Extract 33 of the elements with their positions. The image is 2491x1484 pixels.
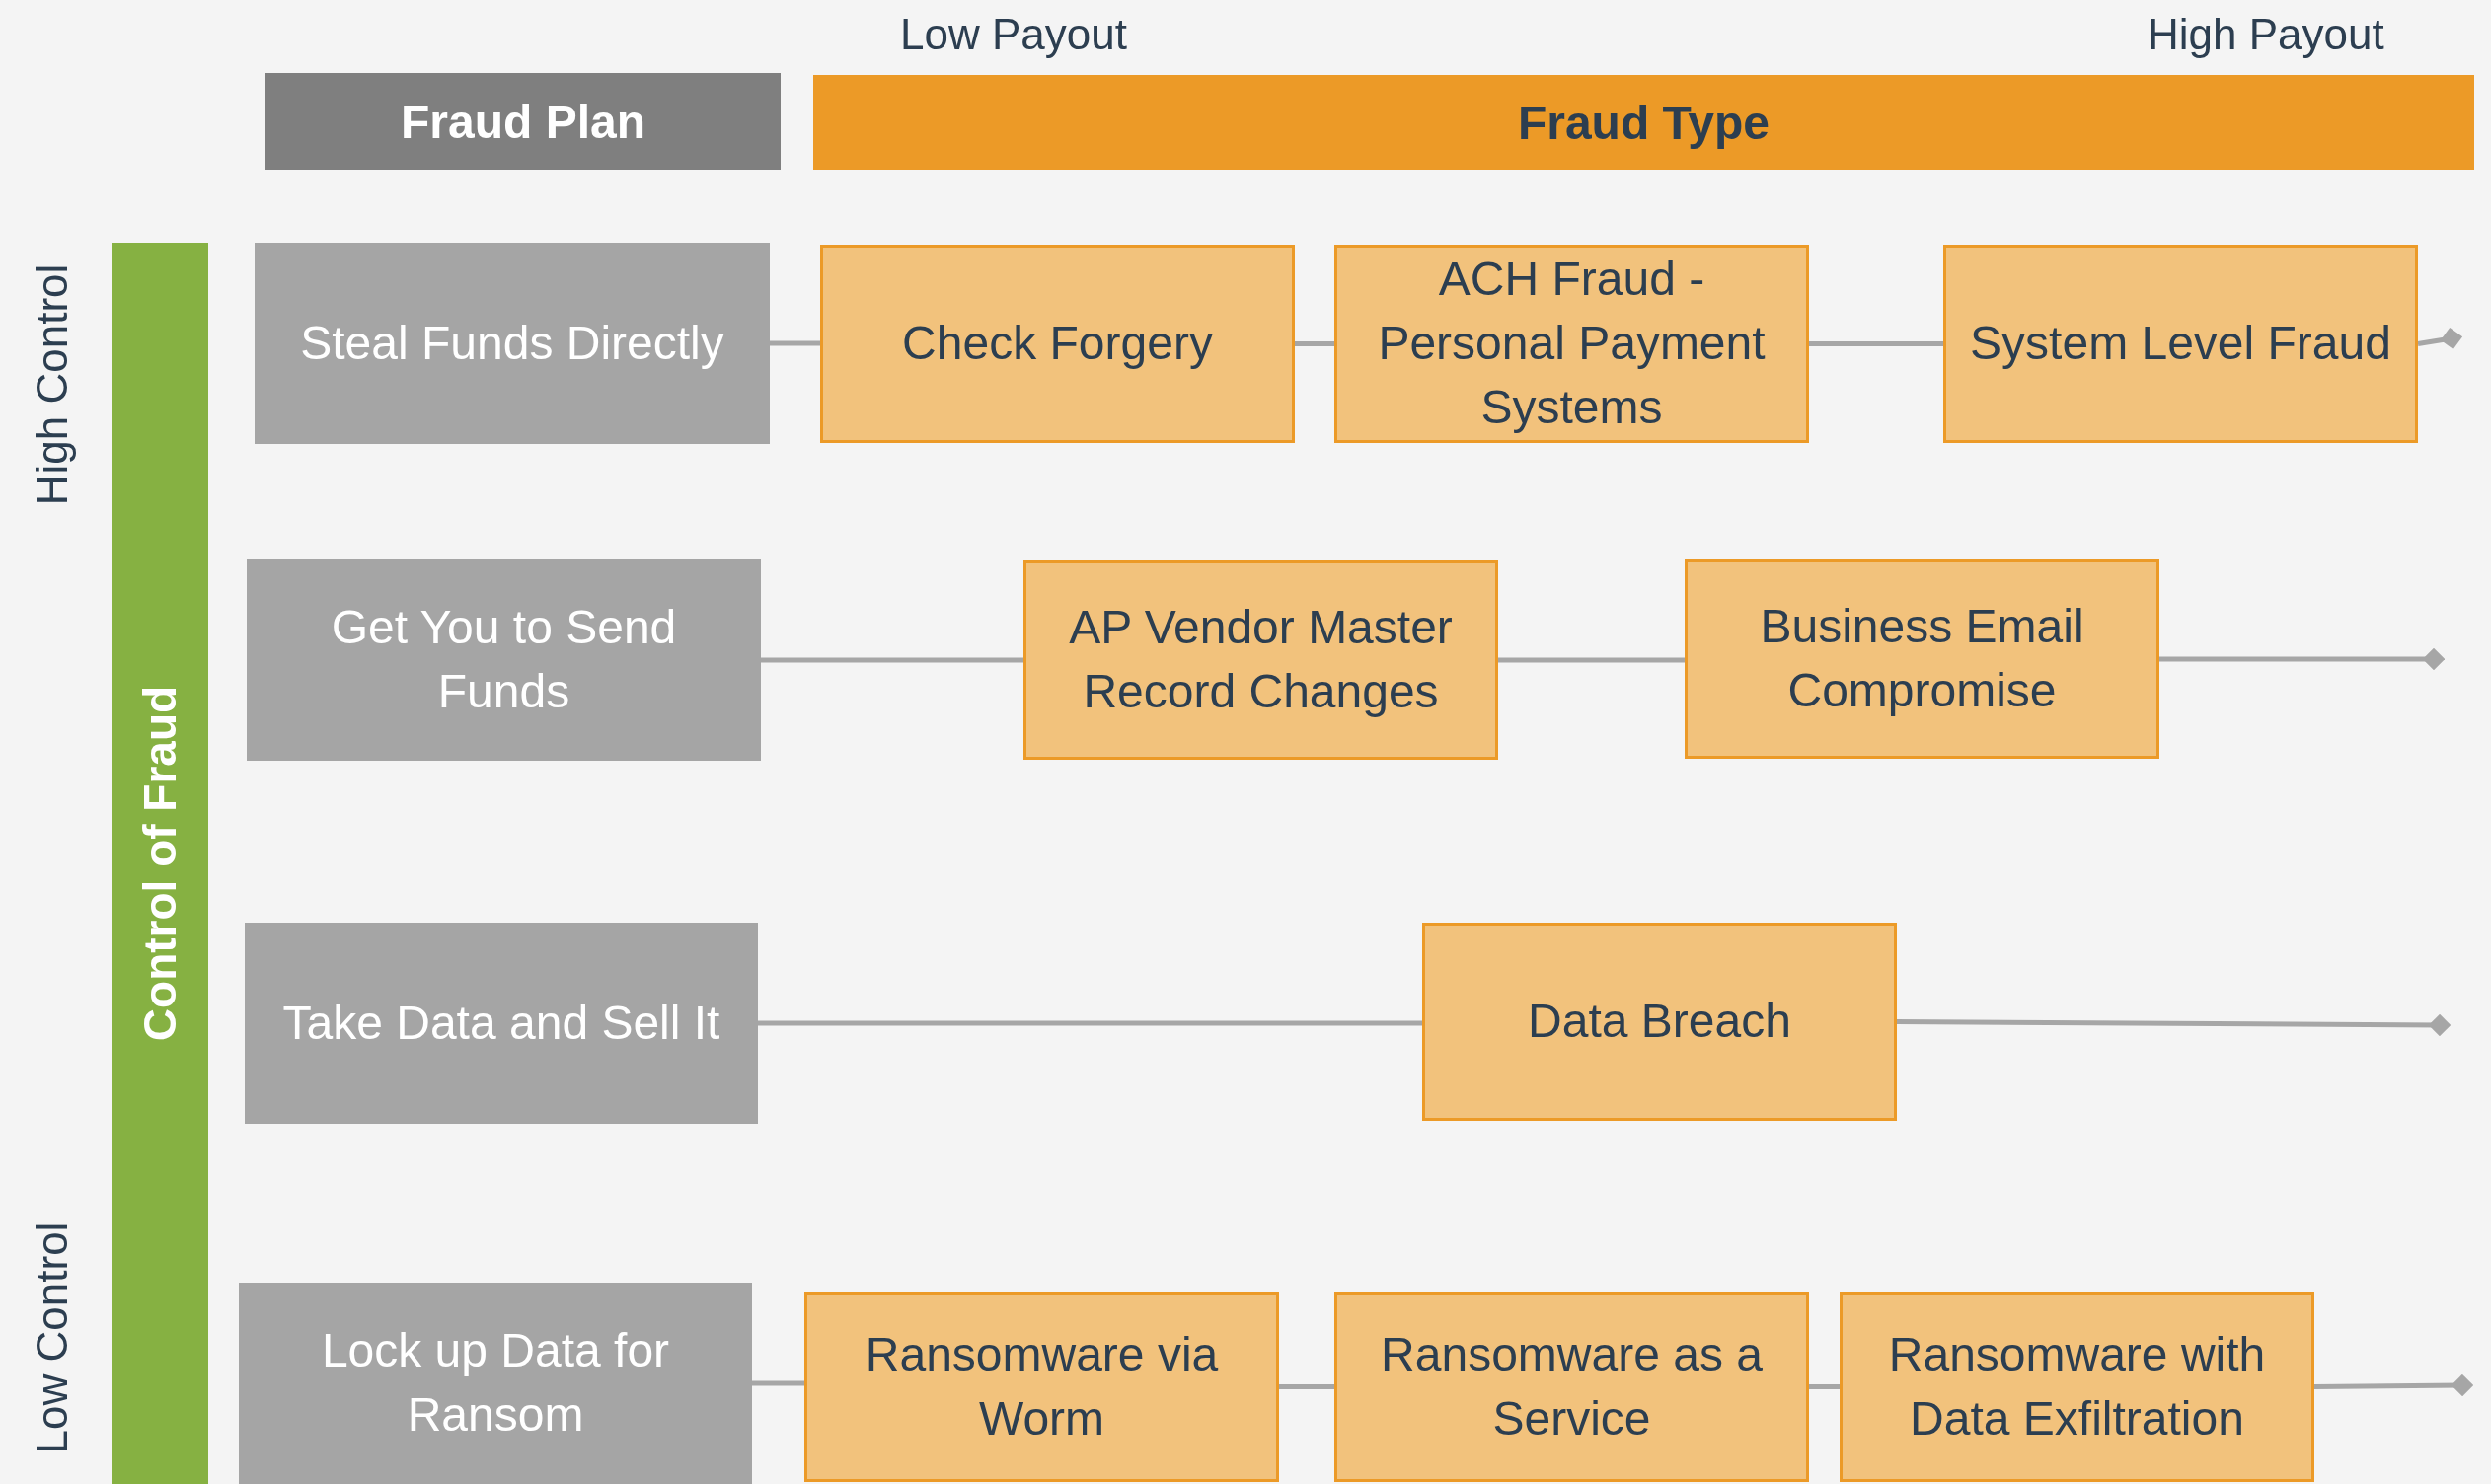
header-bar: Fraud Plan (265, 73, 781, 170)
connector-line (1498, 657, 1685, 663)
connector-line (1809, 341, 1943, 346)
connector-line (770, 340, 820, 346)
connector-line (1897, 1013, 2452, 1037)
connector-line (758, 1020, 1422, 1026)
axis-bar: Control of Fraud (112, 243, 208, 1484)
connector-line (1295, 341, 1334, 346)
fraud-type-box: Data Breach (1422, 923, 1897, 1121)
plan-box: Get You to Send Funds (247, 559, 761, 761)
scale-label: Low Payout (900, 10, 1127, 59)
connector-line (2313, 1373, 2474, 1397)
connector-line (2159, 647, 2446, 671)
scale-label: High Payout (2148, 10, 2384, 59)
connector-line (2417, 327, 2463, 350)
connector-line (1279, 1384, 1334, 1389)
axis-label: High Control (27, 263, 77, 506)
fraud-type-box: Check Forgery (820, 245, 1295, 443)
plan-box: Lock up Data for Ransom (239, 1283, 752, 1484)
connector-line (752, 1380, 804, 1386)
connector-line (761, 657, 1023, 663)
header-bar: Fraud Type (813, 75, 2474, 170)
fraud-type-box: ACH Fraud - Personal Payment Systems (1334, 245, 1809, 443)
fraud-type-box: Business Email Compromise (1685, 559, 2159, 759)
fraud-type-box: System Level Fraud (1943, 245, 2418, 443)
fraud-type-box: AP Vendor Master Record Changes (1023, 560, 1498, 760)
fraud-type-box: Ransomware with Data Exfiltration (1840, 1292, 2314, 1482)
fraud-type-box: Ransomware via Worm (804, 1292, 1279, 1482)
connector-line (1809, 1384, 1840, 1389)
plan-box: Take Data and Sell It (245, 923, 758, 1124)
plan-box: Steal Funds Directly (255, 243, 770, 444)
fraud-type-box: Ransomware as a Service (1334, 1292, 1809, 1482)
axis-label: Low Control (27, 1222, 77, 1454)
